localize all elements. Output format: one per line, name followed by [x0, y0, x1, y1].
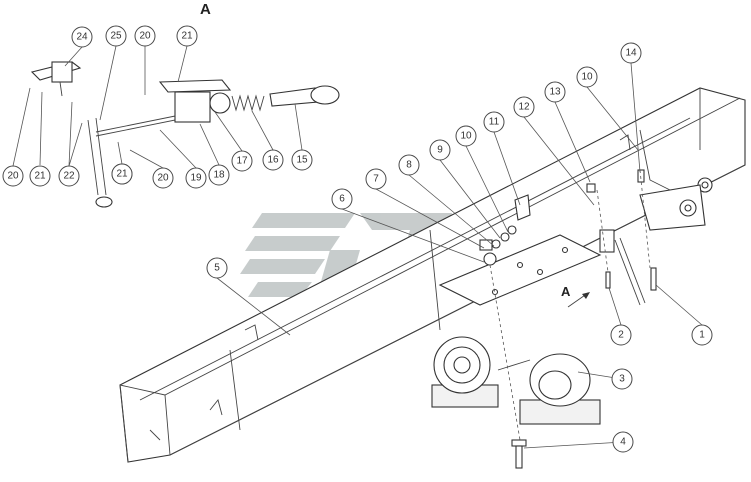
bolt-4 [511, 439, 527, 469]
callout-21: 21 [176, 25, 198, 47]
callout-17: 17 [231, 150, 253, 172]
svg-text:9: 9 [437, 145, 443, 156]
callout-10: 10 [455, 125, 477, 147]
svg-text:12: 12 [518, 102, 530, 113]
svg-text:10: 10 [460, 131, 472, 142]
bearing-block-left [431, 336, 499, 408]
svg-text:21: 21 [34, 171, 46, 182]
callout-7: 7 [365, 168, 387, 190]
callout-24: 24 [71, 26, 93, 48]
callout-21: 21 [111, 163, 133, 185]
pedal-bracket-right [158, 79, 232, 123]
svg-text:20: 20 [139, 31, 151, 42]
spring-16 [209, 92, 265, 114]
callout-21: 21 [29, 165, 51, 187]
callout-2: 2 [610, 324, 632, 346]
callout-19: 19 [185, 167, 207, 189]
svg-text:11: 11 [489, 117, 500, 128]
bearing-block-right [497, 353, 601, 425]
svg-text:21: 21 [181, 31, 193, 42]
svg-text:18: 18 [213, 170, 225, 181]
callout-16: 16 [262, 149, 284, 171]
callout-20: 20 [134, 25, 156, 47]
svg-text:5: 5 [214, 263, 220, 274]
svg-text:1: 1 [699, 330, 705, 341]
callout-9: 9 [429, 139, 451, 161]
end-hub [639, 184, 706, 231]
svg-text:25: 25 [110, 31, 122, 42]
svg-text:15: 15 [296, 155, 308, 166]
svg-text:20: 20 [7, 171, 19, 182]
callout-25: 25 [105, 25, 127, 47]
callout-4: 4 [612, 431, 634, 453]
callout-13: 13 [544, 81, 566, 103]
svg-text:14: 14 [625, 48, 637, 59]
callout-18: 18 [208, 164, 230, 186]
callout-14: 14 [620, 42, 642, 64]
svg-text:22: 22 [63, 171, 75, 182]
callout-3: 3 [611, 368, 633, 390]
svg-text:24: 24 [76, 32, 88, 43]
svg-text:17: 17 [236, 156, 248, 167]
callout-15: 15 [291, 149, 313, 171]
view-label: A [200, 1, 211, 18]
pedal-lever-22 [87, 117, 113, 208]
svg-text:21: 21 [116, 169, 128, 180]
callout-12: 12 [513, 96, 535, 118]
callout-20: 20 [152, 167, 174, 189]
callout-20: 20 [2, 165, 24, 187]
svg-text:3: 3 [619, 374, 625, 385]
callout-22: 22 [58, 165, 80, 187]
callout-11: 11 [483, 111, 505, 133]
svg-text:2: 2 [618, 330, 624, 341]
pedal-bracket-left [30, 61, 82, 97]
callout-1: 1 [691, 324, 713, 346]
svg-text:10: 10 [581, 72, 593, 83]
svg-text:6: 6 [339, 194, 345, 205]
pedal-handle-15 [269, 85, 340, 107]
callout-5: 5 [206, 257, 228, 279]
svg-text:8: 8 [406, 160, 412, 171]
direction-label: A [561, 284, 571, 299]
svg-text:13: 13 [549, 87, 561, 98]
mounting-plate [438, 234, 602, 306]
callout-8: 8 [398, 154, 420, 176]
callout-6: 6 [331, 188, 353, 210]
callout-10: 10 [576, 66, 598, 88]
svg-text:7: 7 [373, 174, 379, 185]
main-frame-beam [119, 87, 746, 463]
svg-text:16: 16 [267, 155, 279, 166]
leader-lines [12, 45, 703, 449]
direction-arrow-a: A [561, 284, 590, 308]
svg-text:20: 20 [157, 173, 169, 184]
svg-text:4: 4 [620, 437, 626, 448]
svg-text:19: 19 [190, 173, 202, 184]
